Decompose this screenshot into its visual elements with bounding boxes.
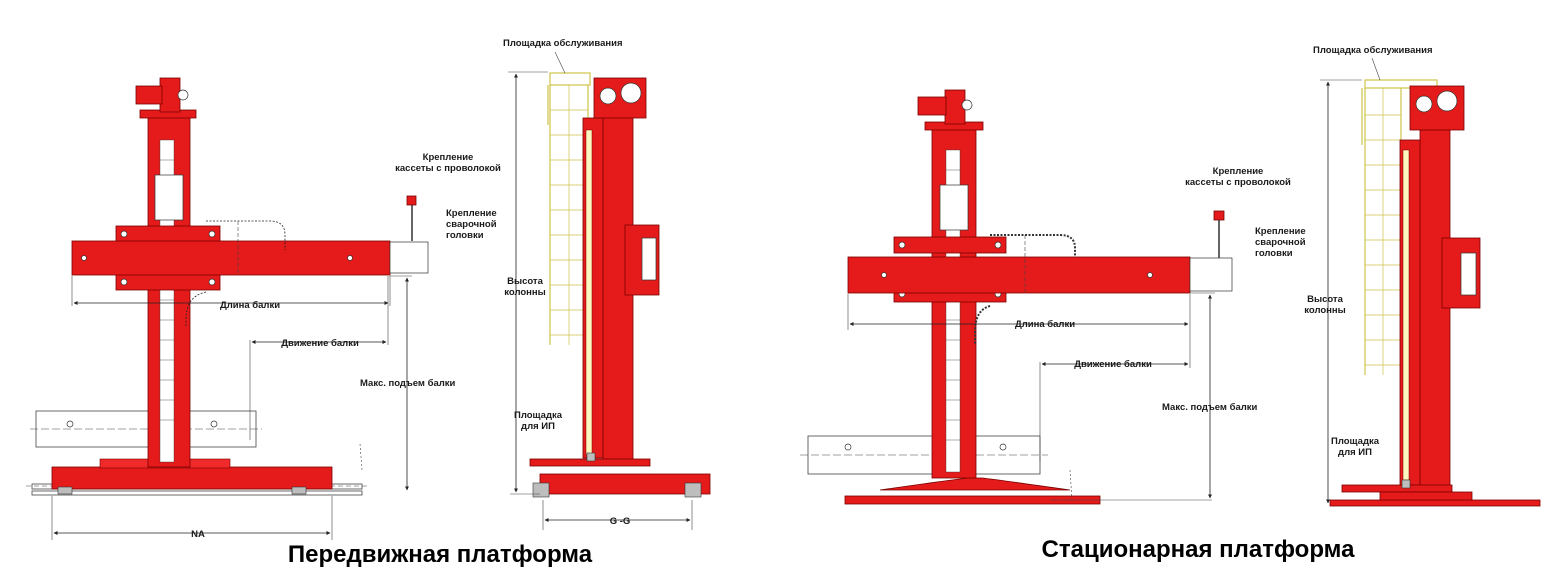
label-power-platform-left-1: Площадка xyxy=(514,410,563,421)
caption-mobile-platform: Передвижная платформа xyxy=(288,541,593,568)
label-column-height-right-2: колонны xyxy=(1304,305,1346,316)
caption-stationary-platform: Стационарная платформа xyxy=(1042,536,1356,563)
stationary-manipulator-front xyxy=(800,89,1233,505)
label-head-mount-right-2: сварочной xyxy=(1255,237,1306,248)
label-wire-mount-left-2: кассеты с проволокой xyxy=(395,163,501,174)
label-wire-mount-right-1: Крепление xyxy=(1213,166,1264,177)
label-beam-travel-right: Движение балки xyxy=(1074,359,1152,370)
label-head-mount-left-3: головки xyxy=(446,230,484,241)
label-wire-mount-right-2: кассеты с проволокой xyxy=(1185,177,1291,188)
label-wire-mount-left-1: Крепление xyxy=(423,152,474,163)
label-beam-travel-left: Движение балки xyxy=(281,338,359,349)
label-beam-lift-left: Макс. подъем балки xyxy=(360,378,456,389)
label-beam-length-left: Длина балки xyxy=(220,300,280,311)
label-beam-length-right: Длина балки xyxy=(1015,319,1075,330)
label-head-mount-left-1: Крепление xyxy=(446,208,497,219)
label-dim-gg: G -G xyxy=(610,516,631,527)
label-column-height-left-1: Высота xyxy=(507,276,543,287)
label-dim-na: NA xyxy=(191,529,205,540)
stationary-manipulator-side xyxy=(1320,57,1541,507)
label-head-mount-right-1: Крепление xyxy=(1255,226,1306,237)
label-service-platform-right: Площадка обслуживания xyxy=(1313,45,1433,56)
label-service-platform-left: Площадка обслуживания xyxy=(503,38,623,49)
label-head-mount-left-2: сварочной xyxy=(446,219,497,230)
label-beam-lift-right: Макс. подъем балки xyxy=(1162,402,1258,413)
label-power-platform-right-2: для ИП xyxy=(1338,447,1372,458)
label-power-platform-right-1: Площадка xyxy=(1331,436,1380,447)
label-column-height-left-2: колонны xyxy=(504,287,546,298)
label-column-height-right-1: Высота xyxy=(1307,294,1343,305)
label-power-platform-left-2: для ИП xyxy=(521,421,555,432)
mobile-manipulator-side xyxy=(508,51,711,530)
label-head-mount-right-3: головки xyxy=(1255,248,1293,259)
mobile-manipulator-front xyxy=(26,77,429,540)
